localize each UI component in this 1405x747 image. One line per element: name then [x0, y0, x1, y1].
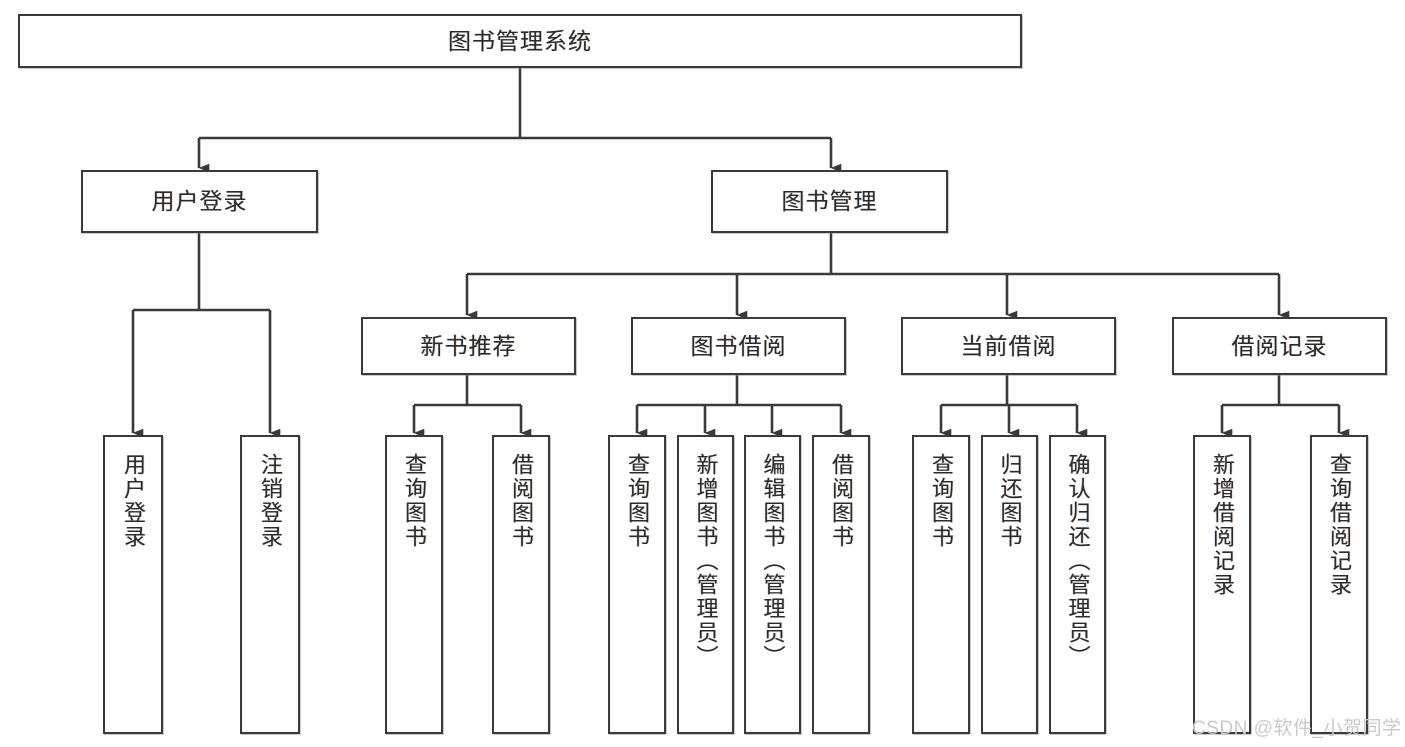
leaf-node-logout-login[interactable]: 注销登录 — [240, 435, 300, 734]
csdn-watermark: CSDN @软件_小贺同学 — [1192, 718, 1402, 739]
leaf-label: 用户登录 — [120, 453, 146, 549]
leaf-node-borrow-book-recommend[interactable]: 借阅图书 — [492, 435, 550, 734]
node-label: 新书推荐 — [420, 332, 517, 359]
leaf-label: 新增图书（管理员） — [693, 453, 719, 669]
leaf-node-return-book[interactable]: 归还图书 — [981, 435, 1038, 734]
leaf-node-query-borrow-record[interactable]: 查询借阅记录 — [1310, 435, 1368, 734]
leaf-label: 借阅图书 — [828, 453, 854, 549]
node-root-book-management-system[interactable]: 图书管理系统 — [18, 14, 1022, 68]
node-borrow-record[interactable]: 借阅记录 — [1172, 317, 1387, 375]
leaf-label: 归还图书 — [997, 453, 1023, 549]
leaf-label: 新增借阅记录 — [1209, 453, 1235, 597]
leaf-label: 查询图书 — [928, 453, 954, 549]
node-label: 图书管理 — [781, 188, 878, 215]
leaf-label: 确认归还（管理员） — [1065, 453, 1091, 669]
leaf-node-edit-book-admin[interactable]: 编辑图书（管理员） — [744, 435, 801, 734]
node-label: 图书借阅 — [690, 332, 787, 359]
leaf-node-query-book-borrow[interactable]: 查询图书 — [608, 435, 666, 734]
leaf-node-borrow-book[interactable]: 借阅图书 — [812, 435, 870, 734]
leaf-node-add-book-admin[interactable]: 新增图书（管理员） — [677, 435, 734, 734]
leaf-node-user-login[interactable]: 用户登录 — [103, 435, 163, 734]
leaf-label: 查询借阅记录 — [1326, 453, 1352, 597]
leaf-node-confirm-return-admin[interactable]: 确认归还（管理员） — [1049, 435, 1106, 734]
node-book-borrow[interactable]: 图书借阅 — [631, 317, 846, 375]
leaf-label: 注销登录 — [257, 453, 283, 549]
node-label: 图书管理系统 — [448, 27, 592, 54]
leaf-label: 查询图书 — [624, 453, 650, 549]
node-user-login[interactable]: 用户登录 — [81, 170, 318, 233]
node-label: 借阅记录 — [1231, 332, 1328, 359]
leaf-node-add-borrow-record[interactable]: 新增借阅记录 — [1193, 435, 1251, 734]
node-new-book-recommend[interactable]: 新书推荐 — [361, 317, 576, 375]
leaf-label: 查询图书 — [401, 453, 427, 549]
leaf-label: 编辑图书（管理员） — [760, 453, 786, 669]
leaf-label: 借阅图书 — [508, 453, 534, 549]
node-label: 当前借阅 — [960, 332, 1057, 359]
leaf-node-query-book-current[interactable]: 查询图书 — [912, 435, 970, 734]
leaf-node-query-book-recommend[interactable]: 查询图书 — [385, 435, 443, 734]
node-book-management[interactable]: 图书管理 — [711, 170, 948, 233]
node-label: 用户登录 — [151, 188, 248, 215]
node-current-borrow[interactable]: 当前借阅 — [901, 317, 1116, 375]
